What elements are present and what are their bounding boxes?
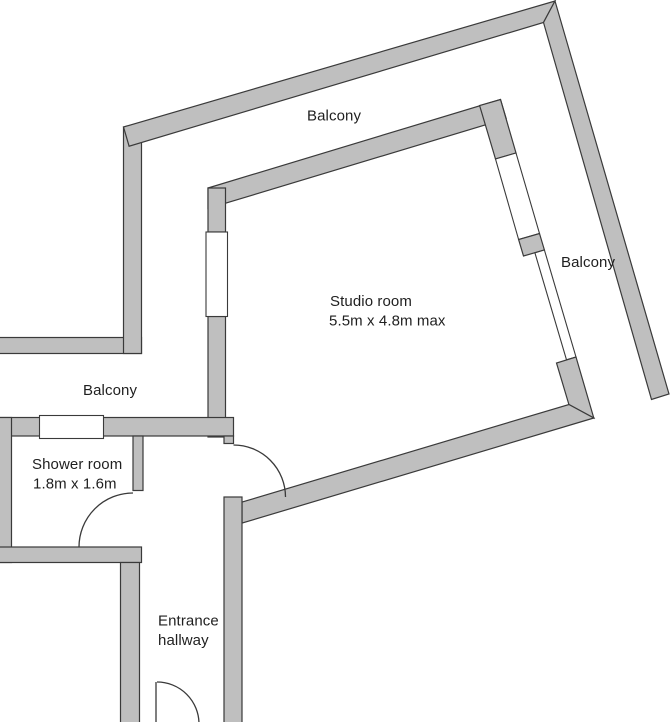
studio-east-pier — [517, 232, 546, 257]
shower-room-dimensions: 1.8m x 1.6m — [33, 476, 117, 493]
studio-south-wall — [241, 403, 596, 524]
shower-north-wall — [0, 416, 235, 437]
balcony-label-right: Balcony — [561, 254, 615, 271]
studio-west-window — [205, 231, 229, 318]
studio-west-wall-upper — [207, 187, 227, 233]
studio-door-jamb-stub — [223, 435, 235, 445]
studio-room-dimensions: 5.5m x 4.8m max — [329, 313, 446, 330]
outer-wall-west-horizontal — [0, 336, 143, 355]
shower-north-window — [38, 414, 105, 440]
balcony-label-top: Balcony — [307, 108, 361, 125]
outer-wall-west-vertical — [122, 126, 143, 355]
entrance-hallway-label-line2: hallway — [158, 632, 209, 649]
shower-west-wall — [0, 416, 13, 564]
balcony-label-left: Balcony — [83, 382, 137, 399]
shower-room-label: Shower room — [32, 456, 122, 473]
outer-wall-east-diagonal — [542, 0, 670, 401]
hallway-east-wall — [223, 496, 243, 722]
studio-door-arc — [233, 444, 287, 498]
shower-partition-wall — [132, 435, 144, 492]
hallway-west-wall — [119, 561, 141, 722]
studio-east-window — [494, 152, 541, 241]
studio-room-label: Studio room — [330, 293, 412, 310]
shower-south-wall — [0, 546, 143, 564]
shower-door-arc — [78, 492, 134, 548]
entrance-hallway-label-line1: Entrance — [158, 613, 219, 630]
studio-east-corner-block — [478, 98, 517, 160]
entrance-door-arc — [156, 681, 200, 722]
